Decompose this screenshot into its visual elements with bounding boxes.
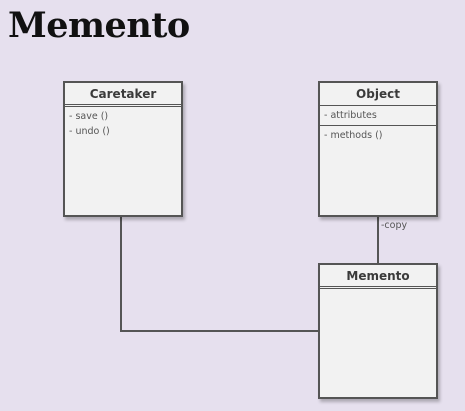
caretaker-method-save: - save () bbox=[69, 111, 109, 122]
caretaker-class[interactable]: Caretaker - save () - undo () bbox=[63, 81, 183, 217]
memento-class-name: Memento bbox=[320, 265, 436, 289]
caretaker-methods: - save () - undo () bbox=[65, 107, 181, 141]
memento-class[interactable]: Memento bbox=[318, 263, 438, 399]
object-class-name: Object bbox=[320, 83, 436, 106]
caretaker-method-undo: - undo () bbox=[69, 126, 110, 137]
object-methods: - methods () bbox=[320, 126, 436, 145]
copy-label: -copy bbox=[381, 220, 408, 231]
caretaker-memento-connector bbox=[120, 217, 319, 332]
caretaker-class-name: Caretaker bbox=[65, 83, 181, 107]
page-title: Memento bbox=[8, 5, 190, 46]
object-class[interactable]: Object - attributes - methods () bbox=[318, 81, 438, 217]
object-method-item: - methods () bbox=[324, 130, 383, 141]
object-attribute-item: - attributes bbox=[324, 110, 377, 121]
object-attributes: - attributes bbox=[320, 106, 436, 126]
